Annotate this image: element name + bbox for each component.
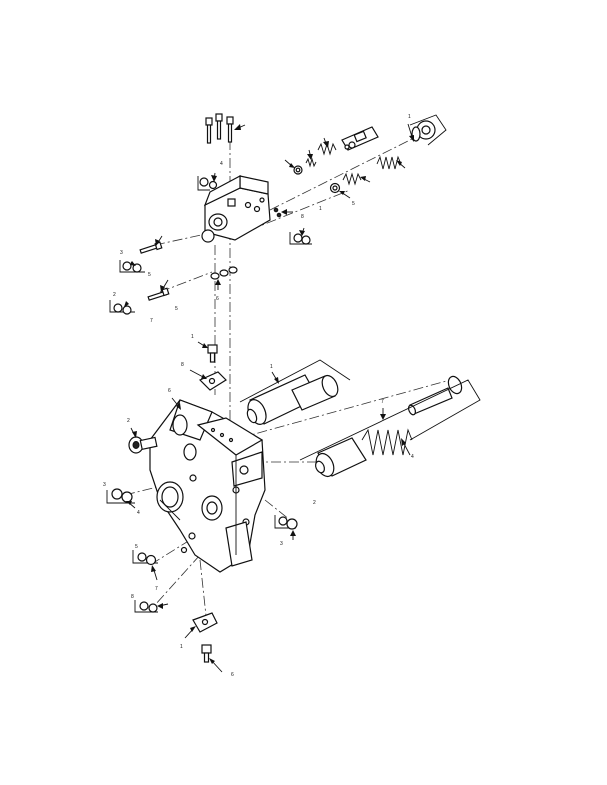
nut-oring-left-upper bbox=[119, 260, 145, 273]
poppet-spool-assembly bbox=[341, 126, 379, 151]
callout-label: 1 bbox=[319, 206, 322, 212]
callout-label: 3 bbox=[120, 250, 123, 256]
arrow-top-screws bbox=[234, 124, 246, 130]
arrow-cap-screw-mid bbox=[197, 341, 208, 348]
callout-label: 3 bbox=[103, 482, 106, 488]
arrow-spring-medium-top bbox=[396, 160, 406, 169]
piston-sleeve-upper bbox=[246, 374, 339, 425]
callout-label: 2 bbox=[113, 292, 116, 298]
bracket-bottom bbox=[192, 612, 218, 633]
arrow-set-screws bbox=[281, 209, 293, 215]
callout-label: 1 bbox=[408, 114, 411, 120]
callout-labels: 4 1 3 5 2 7 6 1 8 1 6 2 3 4 5 7 8 1 6 3 … bbox=[103, 114, 414, 678]
arrow-plug-housing-right bbox=[290, 530, 296, 540]
callout-label: 4 bbox=[411, 454, 414, 460]
top-cap-screws bbox=[205, 113, 234, 144]
plug-with-oring-upper bbox=[197, 176, 218, 191]
center-lines bbox=[124, 129, 451, 626]
plug-top-right bbox=[409, 114, 447, 146]
o-rings-set bbox=[210, 266, 238, 280]
arrow-nut-left-upper bbox=[130, 261, 136, 266]
cap-screw-a bbox=[205, 117, 213, 144]
spring-small-mid bbox=[342, 172, 362, 186]
arrow-plug-housing-left-a bbox=[126, 501, 136, 509]
spring-large bbox=[361, 428, 413, 456]
arrow-plug-upper bbox=[211, 172, 217, 182]
callout-label: 6 bbox=[168, 388, 171, 394]
arrow-spring-small-top bbox=[323, 137, 329, 148]
arrow-spring-tiny-top bbox=[307, 149, 313, 160]
arrow-spring-small-mid bbox=[360, 176, 371, 183]
bracket-upper-piston bbox=[239, 359, 351, 403]
callout-label: 7 bbox=[155, 586, 158, 592]
bracket-lower-piston bbox=[299, 379, 481, 461]
callout-label: 1 bbox=[270, 364, 273, 370]
arrow-plug-housing-left-b bbox=[151, 565, 158, 581]
relief-valve-body bbox=[201, 175, 271, 243]
adjusting-screw-upper bbox=[139, 241, 163, 254]
rod-with-head bbox=[407, 375, 463, 416]
cap-screw-bottom bbox=[201, 644, 212, 663]
callout-label: 2 bbox=[127, 418, 130, 424]
plug-housing-left-c bbox=[134, 600, 158, 613]
arrow-spring-large bbox=[380, 408, 386, 420]
arrow-washer-mid-right bbox=[339, 191, 351, 199]
callout-label: 5 bbox=[352, 201, 355, 207]
arrow-plug-top-right bbox=[407, 123, 414, 142]
arrow-washer-top bbox=[284, 159, 295, 168]
callout-label: 4 bbox=[137, 510, 140, 516]
callout-label: 1 bbox=[191, 334, 194, 340]
callout-label: 6 bbox=[231, 672, 234, 678]
arrow-upper-piston bbox=[271, 371, 279, 384]
plug-housing-left-a bbox=[106, 488, 135, 504]
plug-housing-left-b bbox=[132, 550, 158, 566]
spring-tiny-top bbox=[305, 157, 317, 168]
arrow-pump-housing bbox=[171, 397, 181, 410]
callout-label: 7 bbox=[381, 399, 384, 405]
piston-lower bbox=[315, 437, 367, 478]
callout-label: 8 bbox=[301, 214, 304, 220]
washer-mid-right bbox=[329, 182, 341, 194]
arrow-nut-left-lower bbox=[124, 301, 129, 307]
adjusting-screw-lower bbox=[147, 287, 170, 301]
arrow-plug-valve-right bbox=[299, 227, 305, 236]
set-screws-valve bbox=[273, 207, 282, 218]
arrow-plug-housing-left-c bbox=[157, 603, 169, 609]
callout-label: 5 bbox=[148, 272, 151, 278]
arrow-cap-screw-bottom bbox=[209, 658, 223, 673]
arrow-bracket-mid bbox=[189, 369, 207, 379]
cap-screw-mid bbox=[207, 344, 218, 363]
callout-label: 4 bbox=[220, 161, 223, 167]
arrow-o-rings bbox=[215, 279, 221, 290]
callout-label: 6 bbox=[216, 296, 219, 302]
callout-label: 2 bbox=[313, 500, 316, 506]
spring-medium-top bbox=[376, 155, 402, 170]
arrow-adjusting-screw-upper bbox=[155, 235, 163, 246]
callout-label: 1 bbox=[180, 644, 183, 650]
nut-oring-left-lower bbox=[109, 300, 135, 315]
bracket-mid bbox=[198, 371, 227, 391]
callout-label: 7 bbox=[150, 318, 153, 324]
arrow-bracket-bottom bbox=[184, 626, 196, 639]
plug-housing-right bbox=[274, 515, 298, 530]
plug-valve-right bbox=[289, 232, 312, 245]
callout-label: 5 bbox=[175, 306, 178, 312]
arrow-lower-piston bbox=[401, 438, 411, 456]
arrow-adjusting-screw-lower bbox=[160, 279, 169, 292]
pump-housing bbox=[149, 399, 266, 573]
callout-label: 8 bbox=[131, 594, 134, 600]
washer-top bbox=[293, 165, 303, 175]
cap-screw-c bbox=[226, 116, 234, 143]
callout-label: 3 bbox=[280, 541, 283, 547]
arrow-cap-screw-housing-left bbox=[130, 427, 137, 438]
callout-label: 5 bbox=[135, 544, 138, 550]
callout-label: 8 bbox=[181, 362, 184, 368]
cap-screw-b bbox=[215, 113, 223, 140]
